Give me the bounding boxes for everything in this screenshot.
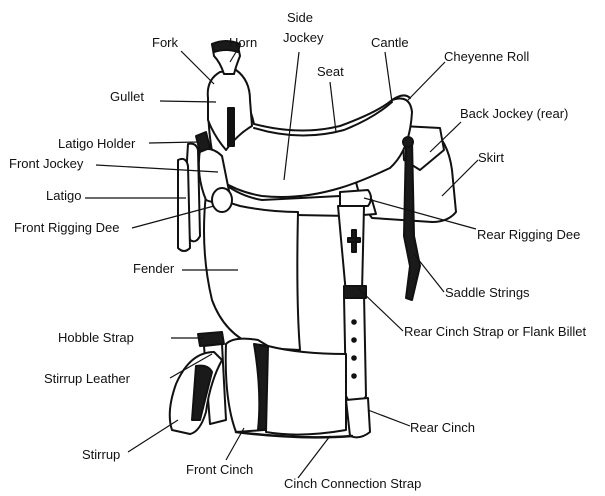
label-back-jockey: Back Jockey (rear) (460, 106, 568, 121)
label-front-cinch: Front Cinch (186, 462, 253, 477)
leader-fork (181, 51, 214, 84)
saddle-strings-rosette (403, 137, 413, 147)
label-stirrup-leather: Stirrup Leather (44, 371, 131, 386)
label-skirt: Skirt (478, 150, 504, 165)
leader-rear-cinch (368, 410, 410, 426)
rear-cinch-strap-lower (344, 294, 366, 408)
saddle-drawing (170, 41, 456, 437)
label-fork: Fork (152, 35, 179, 50)
fork-slot (228, 108, 234, 146)
label-latigo: Latigo (46, 188, 81, 203)
rear-rigging-dee-shape (340, 190, 371, 206)
label-latigo-holder: Latigo Holder (58, 136, 136, 151)
latigo-strap-2 (178, 159, 190, 251)
label-front-jockey: Front Jockey (9, 156, 84, 171)
label-gullet: Gullet (110, 89, 144, 104)
front-rigging-dee-shape (212, 188, 232, 212)
label-side-jockey-line2: Jockey (283, 30, 324, 45)
rear-cinch-shape (346, 398, 370, 437)
rear-cinch-hole-2 (352, 338, 356, 342)
leader-cinch-connection-strap (298, 436, 330, 478)
leader-seat (330, 82, 336, 132)
leader-front-rigging-dee (132, 206, 214, 228)
label-saddle-strings: Saddle Strings (445, 285, 530, 300)
label-horn: Horn (229, 35, 257, 50)
label-front-rigging-dee: Front Rigging Dee (14, 220, 120, 235)
rear-cinch-hole-4 (352, 374, 356, 378)
leader-cantle (385, 52, 392, 102)
rear-cinch-hole-3 (352, 356, 356, 360)
label-cinch-connection-strap: Cinch Connection Strap (284, 476, 421, 491)
label-rear-rigging-dee: Rear Rigging Dee (477, 227, 580, 242)
label-cheyenne-roll: Cheyenne Roll (444, 49, 529, 64)
label-seat: Seat (317, 64, 344, 79)
label-cantle: Cantle (371, 35, 409, 50)
lower-skirt-block (266, 346, 346, 435)
leader-stirrup (128, 420, 178, 452)
label-stirrup: Stirrup (82, 447, 120, 462)
label-rear-cinch-strap: Rear Cinch Strap or Flank Billet (404, 324, 586, 339)
label-hobble-strap: Hobble Strap (58, 330, 134, 345)
label-rear-cinch: Rear Cinch (410, 420, 475, 435)
rear-cinch-hole-1 (352, 320, 356, 324)
leader-front-cinch (226, 428, 244, 460)
label-fender: Fender (133, 261, 175, 276)
leader-cheyenne-roll (408, 62, 445, 100)
fender-shape (204, 194, 300, 350)
label-side-jockey-line1: Side (287, 10, 313, 25)
